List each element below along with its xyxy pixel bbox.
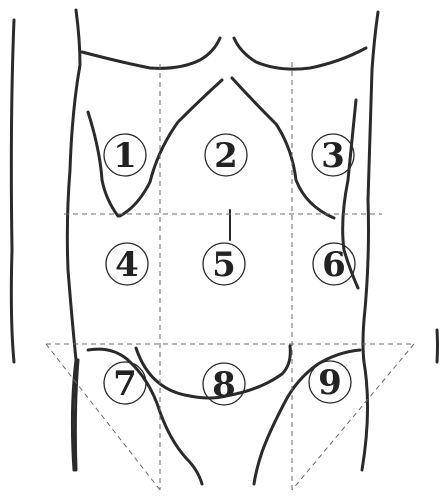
left-arm-outline — [11, 20, 14, 362]
left-hip-outline — [75, 360, 78, 470]
region-marker-7: 7 — [104, 362, 146, 404]
region-marker-2: 2 — [205, 134, 247, 176]
right-arm-outline — [437, 330, 438, 362]
svg-text:8: 8 — [212, 365, 236, 405]
svg-text:9: 9 — [318, 363, 342, 403]
region-marker-3: 3 — [312, 134, 354, 176]
region-marker-4: 4 — [106, 243, 148, 285]
region-marker-8: 8 — [203, 363, 245, 405]
right-inguinal-outline — [254, 350, 360, 484]
svg-text:7: 7 — [113, 364, 137, 404]
right-costal-margin — [232, 78, 334, 218]
region-marker-9: 9 — [309, 361, 351, 403]
svg-text:5: 5 — [212, 245, 236, 285]
svg-text:2: 2 — [214, 136, 238, 176]
svg-text:6: 6 — [322, 245, 346, 285]
left-chest-outline — [82, 38, 220, 68]
left-torso-outline — [67, 10, 80, 470]
right-torso-outline — [362, 12, 378, 470]
right-chest-outline — [234, 38, 366, 69]
svg-text:3: 3 — [321, 136, 345, 176]
region-marker-1: 1 — [104, 134, 146, 176]
svg-text:1: 1 — [113, 136, 137, 176]
svg-text:4: 4 — [115, 245, 139, 285]
region-marker-5: 5 — [203, 243, 245, 285]
